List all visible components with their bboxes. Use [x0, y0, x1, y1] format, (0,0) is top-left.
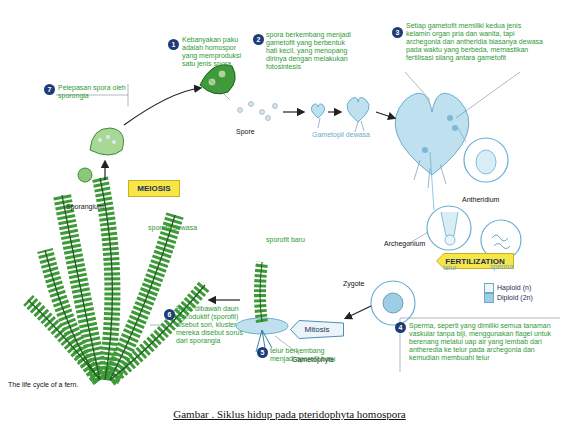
callout-number: 7	[44, 84, 55, 95]
callout-number: 6	[164, 309, 175, 320]
cycle-arrow	[104, 162, 105, 180]
spore-dot	[106, 135, 110, 139]
fern-sporophyte	[28, 178, 205, 380]
callout-number: 1	[168, 39, 179, 50]
part-label: Antheridium	[462, 196, 499, 204]
leader-lines	[56, 72, 560, 372]
callout-number: 4	[395, 322, 406, 333]
legend-text: Haploid (n)	[497, 283, 531, 293]
leaf-piece	[200, 65, 235, 94]
gametophytes	[311, 93, 469, 175]
antheridium-dot	[447, 115, 453, 121]
part-label: Archegonium	[384, 240, 425, 248]
young-frond	[260, 262, 262, 322]
part-label: sperma	[490, 263, 513, 271]
callout-text: Bintik dibawah daun reproduktif (sporofi…	[176, 305, 250, 345]
leader-line	[405, 72, 520, 118]
cycle-arrow	[346, 306, 371, 318]
legend: Haploid (n)Diploid (2n)	[484, 283, 533, 303]
archegonium-circle	[427, 206, 471, 250]
callout-text: telur berkembang menjadi sporofit baru	[270, 347, 340, 363]
magnifier-line	[430, 128, 466, 210]
stage-node: Mitosis	[290, 320, 344, 339]
antheridium-dot	[452, 125, 458, 131]
sorus-leaf	[200, 65, 235, 94]
part-label: Sporangium	[66, 203, 104, 211]
young-gametophyte	[311, 104, 324, 118]
leader-line	[150, 325, 170, 326]
part-label: Spore	[236, 128, 255, 136]
antheridium-body	[476, 150, 496, 174]
callout-number: 5	[257, 347, 268, 358]
legend-row: Diploid (2n)	[484, 293, 533, 303]
spores	[238, 102, 278, 121]
callout-text: Setiap gametofit memiliki kedua jenis ke…	[406, 22, 546, 62]
cycle-arrow	[376, 112, 394, 118]
stage-node: MEIOSIS	[128, 180, 180, 197]
sex-organs	[422, 115, 458, 153]
antheridium-circle	[464, 138, 508, 182]
part-label: The life cycle of a fern.	[8, 381, 78, 389]
mature-gametophyte	[347, 97, 369, 122]
young-midrib	[260, 262, 262, 322]
cycle-arrow	[124, 88, 200, 125]
part-label: Gametopil dewasa	[312, 131, 370, 139]
frond-midrib	[28, 178, 205, 380]
sperm-cell	[492, 235, 510, 249]
callout-bracket	[56, 84, 128, 106]
zygote-cell	[383, 293, 403, 313]
leader-line	[210, 80, 230, 100]
sporangium	[78, 128, 124, 182]
callout-bracket	[400, 318, 560, 372]
legend-swatch	[484, 283, 494, 293]
mitosis-arrow	[291, 321, 344, 339]
archegonium-dot	[422, 147, 428, 153]
callout-text: sporofit baru	[266, 236, 305, 244]
legend-swatch	[484, 293, 494, 303]
sorus-dot	[218, 70, 226, 78]
stage-label: MEIOSIS	[128, 180, 180, 197]
spore-dot	[112, 140, 116, 144]
legend-text: Diploid (2n)	[497, 293, 533, 303]
part-label: telur	[443, 264, 457, 272]
callout-text: Sperma, seperti yang dimiliki semua tana…	[409, 322, 559, 362]
part-label: Zygote	[343, 280, 364, 288]
spore-dot	[238, 108, 243, 113]
large-gametophyte	[395, 93, 469, 175]
cycle-arrow	[283, 111, 303, 112]
meiosis-box	[129, 181, 180, 197]
callout-number: 2	[253, 34, 264, 45]
spore-dot	[266, 116, 271, 121]
spore-dot	[273, 104, 278, 109]
spore-dot	[249, 102, 254, 107]
callout-text: spora berkembang menjadi gametofit yang …	[266, 31, 352, 71]
legend-row: Haploid (n)	[484, 283, 533, 293]
zygote-circle	[371, 281, 415, 325]
spore-dot	[98, 138, 102, 142]
figure-caption: Gambar . Siklus hidup pada pteridophyta …	[0, 408, 579, 420]
callout-text: Pelepasan spora oleh sporongia	[58, 84, 126, 100]
callout-text: Kebanyakan paku adalah homospor yang mem…	[182, 36, 248, 68]
fern-frond	[45, 250, 100, 380]
cycle-arrow	[328, 111, 340, 112]
rhizoid	[318, 118, 446, 188]
spore-dot	[260, 110, 265, 115]
callout-text: sporofit dewasa	[148, 224, 197, 232]
cycle-arrows	[105, 88, 394, 318]
callout-number: 3	[392, 27, 403, 38]
stage-label: Mitosis	[290, 320, 344, 339]
cycle-arrow	[210, 299, 240, 300]
sporangium-small	[78, 168, 92, 182]
archegonium-neck	[441, 212, 458, 236]
sporangium-open	[90, 128, 124, 155]
egg-cell	[445, 235, 455, 245]
